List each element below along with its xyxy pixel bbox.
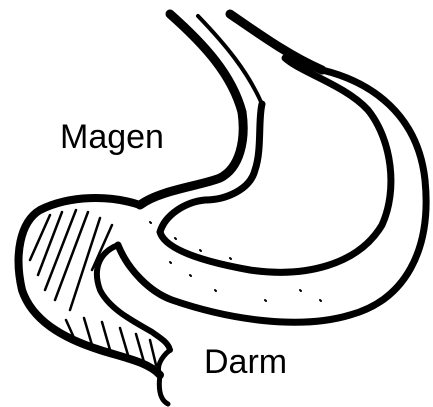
stomach-inner-wall [160,58,391,272]
intestine-hatching [30,210,156,365]
intestine-end [158,350,170,404]
intestine-outer-wall [19,198,160,375]
stomach-label: Magen [58,118,168,160]
texture-dots [150,222,321,301]
esophagus-right-wall [230,14,322,70]
intestine-label: Darm [202,343,293,385]
esophagus-left-wall [170,14,242,112]
